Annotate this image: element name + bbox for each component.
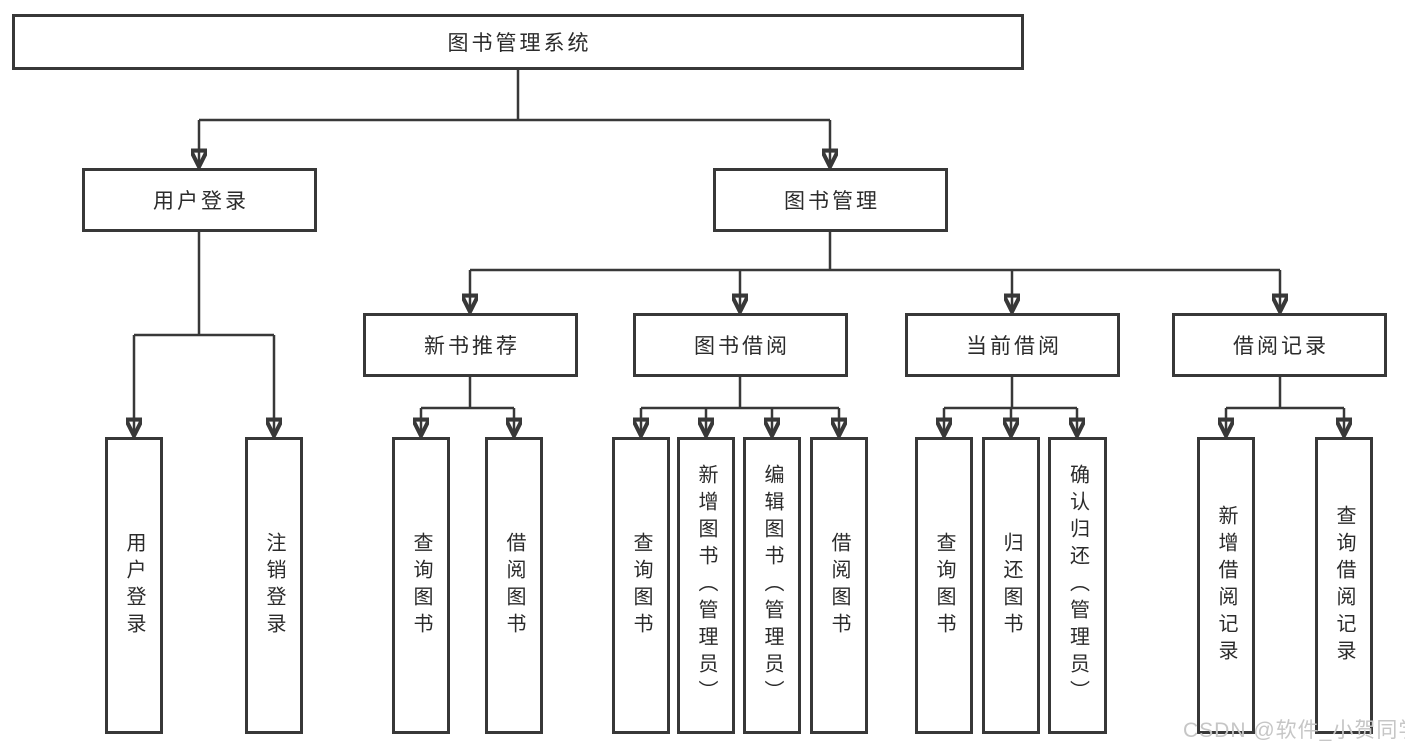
leaf-return-books-label: 归还图书 — [1000, 531, 1022, 640]
leaf-add-borrow-record-label: 新增借阅记录 — [1215, 504, 1237, 667]
leaf-add-books-admin-label: 新增图书（管理员） — [695, 464, 717, 707]
node-library-system: 图书管理系统 — [12, 14, 1024, 70]
branch-user-login-label: 用户登录 — [153, 190, 249, 213]
leaf-confirm-return-admin-label: 确认归还（管理员） — [1066, 464, 1089, 707]
group-current-borrowing-label: 当前借阅 — [966, 335, 1062, 358]
group-current-borrowing: 当前借阅 — [905, 313, 1120, 377]
group-new-book-recommend-label: 新书推荐 — [424, 335, 520, 358]
leaf-return-books: 归还图书 — [982, 437, 1040, 734]
leaf-query-borrow-record: 查询借阅记录 — [1315, 437, 1373, 734]
leaf-query-books-borrowing-label: 查询图书 — [630, 531, 652, 640]
leaf-query-books-recommend: 查询图书 — [392, 437, 450, 734]
group-borrowing-records: 借阅记录 — [1172, 313, 1387, 377]
leaf-logout-login: 注销登录 — [245, 437, 303, 734]
branch-user-login: 用户登录 — [82, 168, 317, 232]
branch-book-management-label: 图书管理 — [784, 190, 880, 213]
leaf-edit-books-admin-label: 编辑图书（管理员） — [761, 464, 783, 707]
branch-book-management: 图书管理 — [713, 168, 948, 232]
group-book-borrowing: 图书借阅 — [633, 313, 848, 377]
watermark: CSDN @软件_小贺同学 — [1183, 719, 1405, 742]
leaf-query-books-recommend-label: 查询图书 — [410, 531, 432, 640]
leaf-borrow-books-borrowing: 借阅图书 — [810, 437, 868, 734]
leaf-query-books-current: 查询图书 — [915, 437, 973, 734]
leaf-borrow-books-recommend: 借阅图书 — [485, 437, 543, 734]
leaf-query-books-current-label: 查询图书 — [933, 531, 955, 640]
leaf-query-books-borrowing: 查询图书 — [612, 437, 670, 734]
leaf-add-books-admin: 新增图书（管理员） — [677, 437, 735, 734]
leaf-borrow-books-borrowing-label: 借阅图书 — [828, 531, 850, 640]
leaf-add-borrow-record: 新增借阅记录 — [1197, 437, 1255, 734]
leaf-logout-login-label: 注销登录 — [263, 531, 285, 640]
leaf-user-login-label: 用户登录 — [123, 531, 145, 640]
group-borrowing-records-label: 借阅记录 — [1233, 335, 1329, 358]
leaf-edit-books-admin: 编辑图书（管理员） — [743, 437, 801, 734]
group-book-borrowing-label: 图书借阅 — [694, 335, 790, 358]
node-library-system-label: 图书管理系统 — [447, 32, 592, 55]
leaf-borrow-books-recommend-label: 借阅图书 — [503, 531, 525, 640]
leaf-user-login: 用户登录 — [105, 437, 163, 734]
leaf-query-borrow-record-label: 查询借阅记录 — [1333, 504, 1355, 667]
group-new-book-recommend: 新书推荐 — [363, 313, 578, 377]
leaf-confirm-return-admin: 确认归还（管理员） — [1048, 437, 1107, 734]
